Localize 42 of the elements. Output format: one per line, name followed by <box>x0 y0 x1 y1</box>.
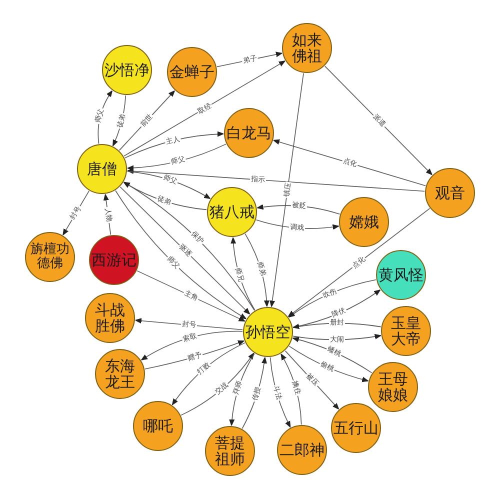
arrow <box>98 90 113 144</box>
character-circle: 哪吒 <box>133 401 183 451</box>
character-circle: 五行山 <box>331 403 381 453</box>
character-circle: 沙悟净 <box>102 45 152 95</box>
arrow <box>288 279 376 318</box>
character-circle: 菩提祖师 <box>205 426 255 476</box>
arrow <box>103 194 112 236</box>
arrow <box>292 322 382 330</box>
character-circle: 王母娘娘 <box>368 362 418 412</box>
arrow <box>135 318 243 330</box>
character-circle: 二郎神 <box>277 425 327 475</box>
character-circle: 斗战胜佛 <box>85 293 135 343</box>
character-circle: 西游记 <box>89 235 139 285</box>
arrow <box>124 60 286 156</box>
arrow <box>127 170 211 200</box>
character-circle: 唐僧 <box>77 144 127 194</box>
arrow <box>244 233 270 307</box>
arrow <box>288 208 430 317</box>
character-circle: 孙悟空 <box>243 307 293 357</box>
arrow <box>270 72 304 308</box>
arrow <box>144 340 244 370</box>
character-circle: 如来佛祖 <box>282 23 332 73</box>
arrow <box>273 139 426 186</box>
character-circle: 东海龙王 <box>95 349 145 399</box>
character-circle: 猪八戒 <box>207 187 257 237</box>
arrow <box>180 352 254 416</box>
character-circle: 嫦娥 <box>339 197 389 247</box>
arrow <box>292 334 382 340</box>
character-circle: 金蝉子 <box>167 47 217 97</box>
arrow <box>127 168 425 192</box>
arrow <box>127 144 226 171</box>
character-circle: 旃檀功德佛 <box>25 232 75 282</box>
character-circle: 玉皇大帝 <box>381 306 431 356</box>
character-circle: 观音 <box>425 168 475 218</box>
arrow <box>324 66 432 176</box>
character-circle: 白龙马 <box>224 108 274 158</box>
arrow <box>136 270 246 322</box>
arrow <box>256 219 340 230</box>
arrow <box>172 342 246 406</box>
character-circle: 黄风怪 <box>376 250 426 300</box>
arrow <box>230 237 256 311</box>
arrow <box>124 131 224 158</box>
